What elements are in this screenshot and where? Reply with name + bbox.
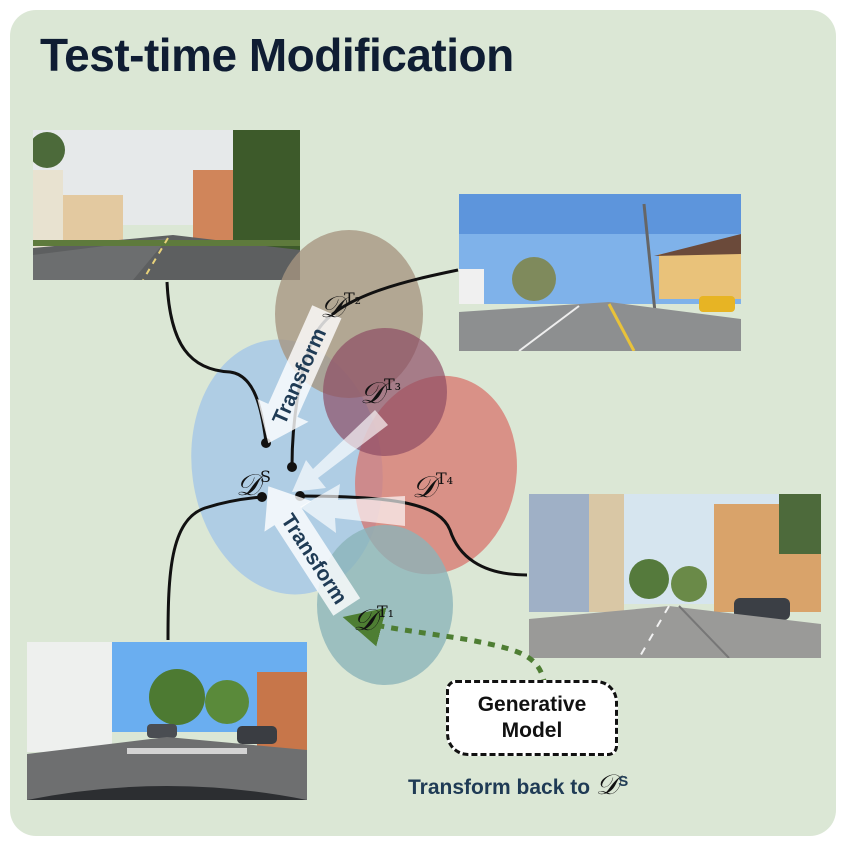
t2-domain-label: 𝒟T₂ — [320, 289, 361, 325]
t3-domain-ellipse — [323, 328, 447, 456]
t3-domain-label: 𝒟T₃ — [360, 375, 401, 411]
source-domain-label: 𝒟S — [236, 467, 271, 503]
arrow-from-t3 — [292, 410, 388, 492]
generative-model-box[interactable]: Generative Model — [446, 680, 618, 756]
generative-model-line2: Model — [501, 719, 563, 742]
caption-symbol: 𝒟 — [595, 768, 619, 801]
street-photo-top-left — [33, 130, 300, 280]
street-photo-top-right — [459, 194, 741, 351]
street-photo-bottom-left — [27, 642, 307, 800]
t4-domain-label: 𝒟T₄ — [412, 469, 453, 505]
generative-model-line1: Generative — [477, 692, 587, 716]
street-photo-mid-right — [529, 494, 821, 658]
caption-text: Transform back to — [408, 776, 591, 799]
connector-bottom-left — [166, 495, 263, 641]
arrow-from-t4 — [300, 484, 405, 533]
figure-title: Test-time Modification — [40, 29, 514, 81]
transform-back-caption: Transform back to 𝒟S — [408, 768, 628, 802]
caption-sup: S — [618, 773, 629, 790]
point-top-right — [287, 462, 297, 472]
point-bottom-left — [257, 492, 267, 502]
